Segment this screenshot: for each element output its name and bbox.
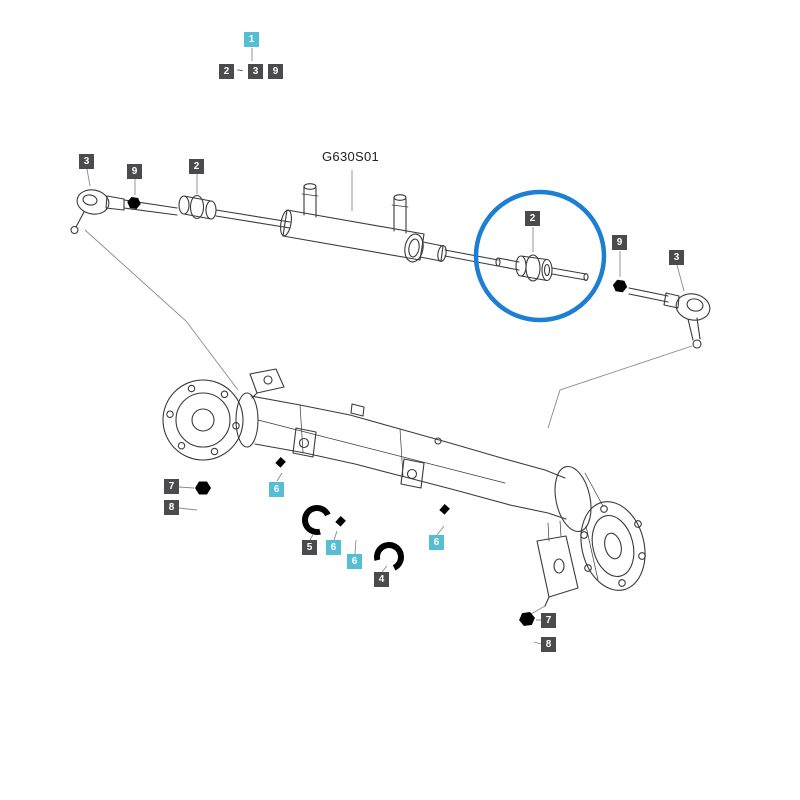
callout-badge-8-20: 8	[541, 637, 556, 652]
callout-badge-7-19: 7	[541, 613, 556, 628]
callout-badge-3-10: 3	[669, 250, 684, 265]
leader-lines	[84, 48, 693, 645]
callout-badge-4-17: 4	[374, 572, 389, 587]
callout-badge-1-0: 1	[244, 32, 259, 47]
axle-housing-drawing	[162, 368, 646, 607]
callout-badge-6-13: 6	[269, 482, 284, 497]
callout-badge-9-4: 9	[268, 64, 283, 79]
callout-badge-2-7: 2	[189, 159, 204, 174]
callout-badge-9-6: 9	[127, 164, 142, 179]
hardware-parts-drawing	[195, 457, 536, 646]
callout-badge-3-5: 3	[79, 154, 94, 169]
callout-badge-8-12: 8	[164, 500, 179, 515]
callout-badge-~-2: ~	[236, 65, 244, 77]
callout-badge-3-3: 3	[248, 64, 263, 79]
callout-badge-6-16: 6	[347, 554, 362, 569]
callout-badge-6-15: 6	[326, 540, 341, 555]
highlight-circle	[473, 189, 607, 323]
callout-badge-5-14: 5	[302, 540, 317, 555]
callout-badge-9-9: 9	[612, 235, 627, 250]
callout-badge-6-18: 6	[429, 535, 444, 550]
callout-badge-7-11: 7	[164, 479, 179, 494]
tie-rod-assembly-drawing	[70, 183, 711, 349]
callout-badge-2-1: 2	[219, 64, 234, 79]
callout-badge-2-8: 2	[525, 211, 540, 226]
assembly-code-label: G630S01	[322, 149, 380, 164]
